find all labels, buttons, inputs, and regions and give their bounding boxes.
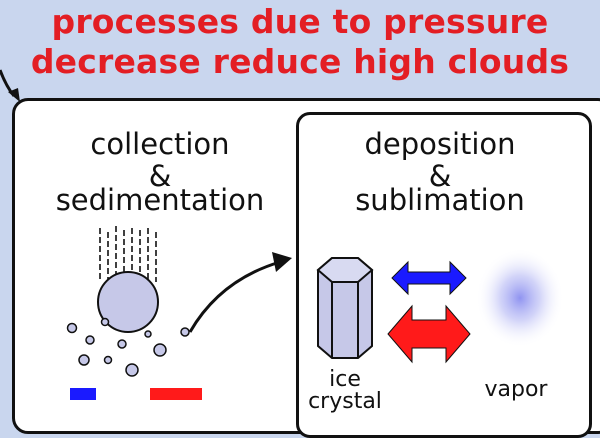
blue-bar — [70, 388, 96, 400]
right-ampersand: & — [428, 159, 452, 193]
deposition-label: deposition — [364, 127, 516, 161]
large-drop — [97, 271, 159, 333]
headline: processes due to pressure decrease reduc… — [0, 0, 600, 88]
small-droplets — [66, 317, 190, 377]
process-diagram — [0, 69, 564, 400]
collection-label: collection — [90, 127, 230, 161]
transition-arrow — [188, 260, 281, 333]
sublimation-label: sublimation — [355, 183, 525, 217]
left-ampersand: & — [148, 159, 172, 193]
headline-line-2: decrease reduce high clouds — [30, 42, 570, 81]
headline-line-1: processes due to pressure — [51, 2, 549, 41]
vapor-label: vapor — [484, 377, 548, 402]
transition-arrowhead-icon — [272, 252, 292, 272]
red-double-arrow-icon — [387, 304, 471, 364]
red-bar — [150, 388, 202, 400]
sedimentation-label: sedimentation — [55, 183, 265, 217]
crystal-label: crystal — [308, 389, 382, 414]
top-left-arrowhead-icon — [8, 88, 20, 102]
blue-double-arrow-icon — [391, 260, 467, 296]
ice-label: ice — [329, 367, 361, 392]
vapor-blob — [476, 248, 564, 348]
ice-crystal-icon — [316, 257, 374, 359]
fall-streaks — [99, 226, 157, 282]
